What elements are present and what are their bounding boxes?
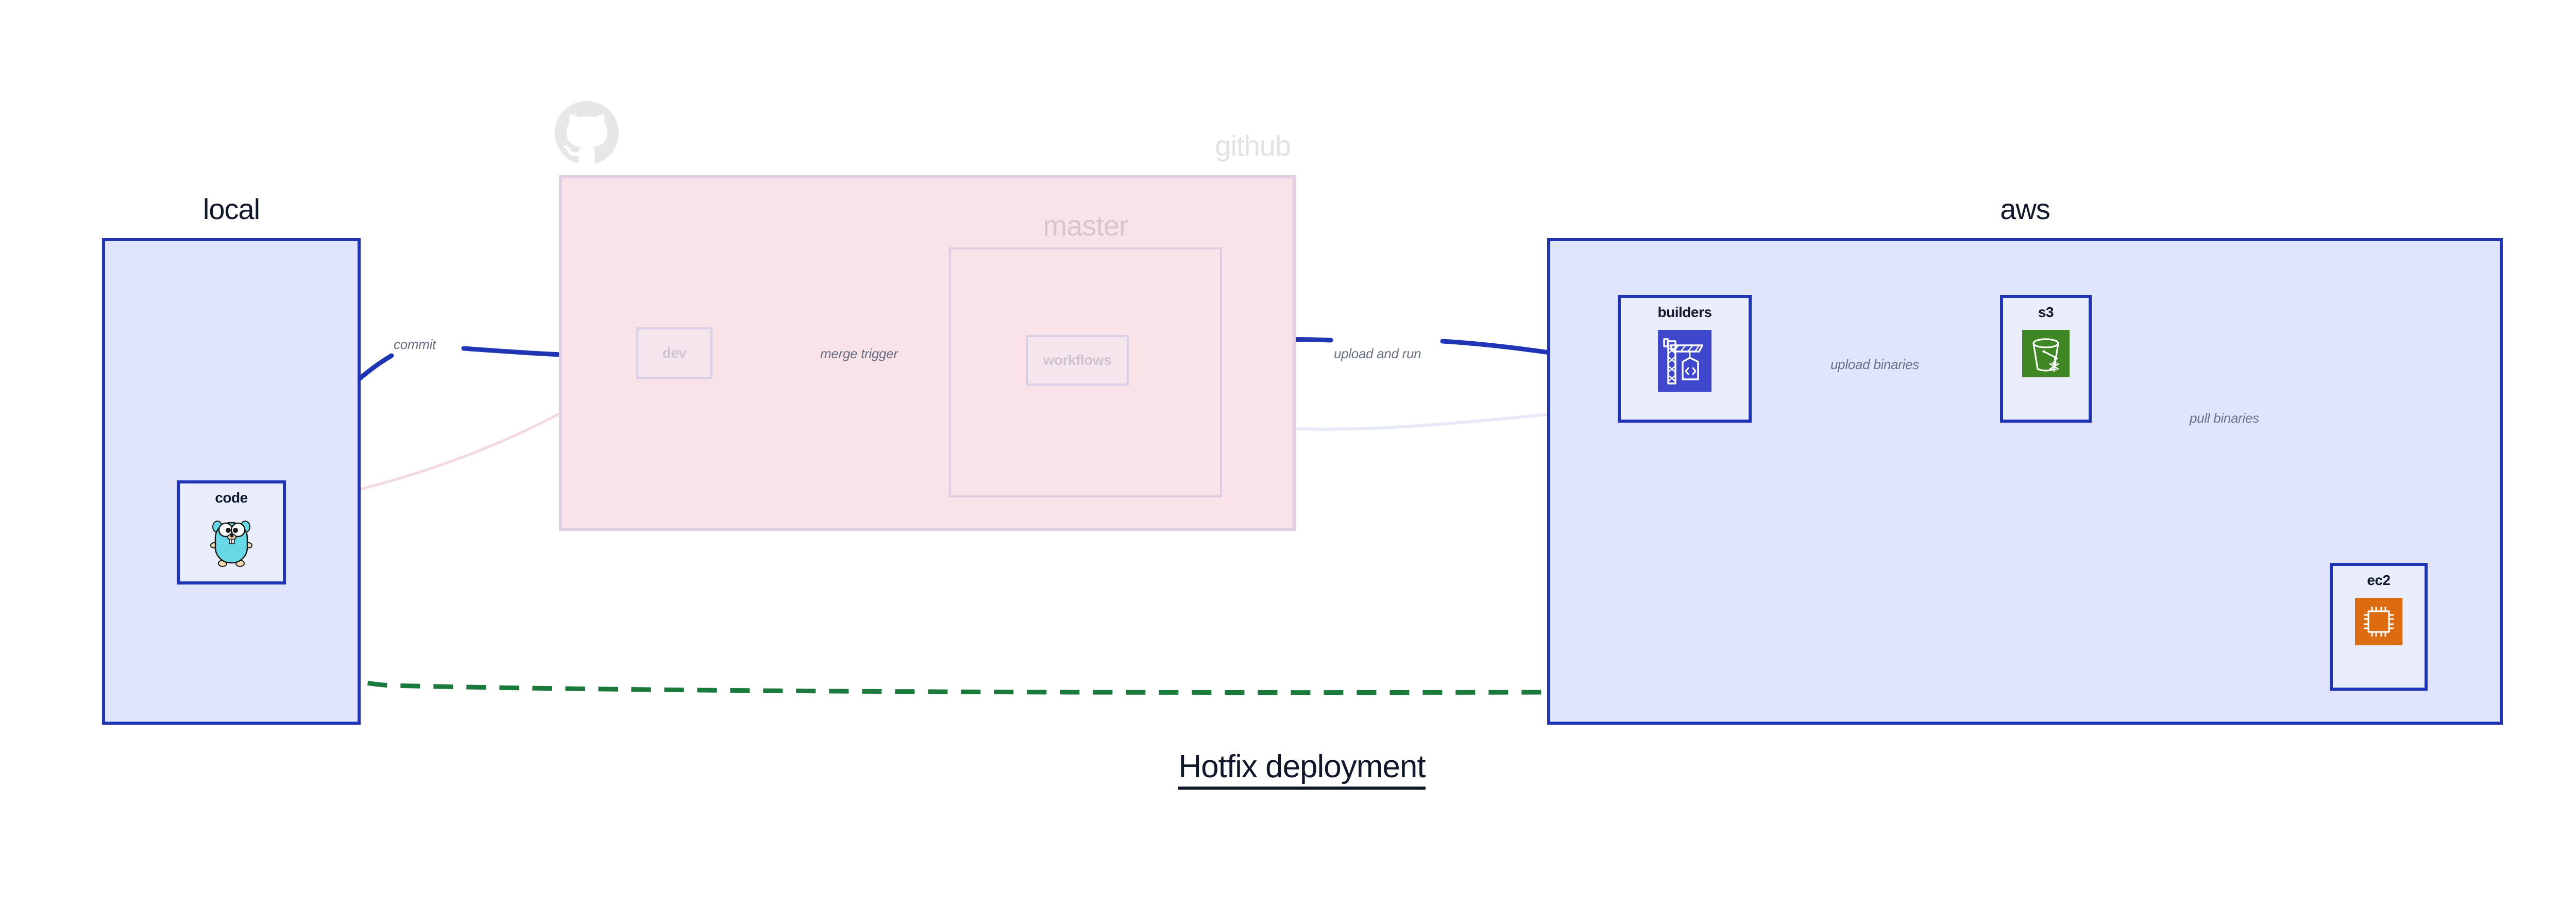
diagram-title-text: Hotfix deployment	[1178, 749, 1426, 790]
cluster-label-github: github	[1215, 129, 1291, 162]
edge-label-pull-binaries: pull binaries	[2190, 410, 2259, 426]
cluster-label-local: local	[202, 193, 260, 225]
node-code[interactable]: code	[177, 480, 286, 584]
node-s3[interactable]: s3	[2000, 295, 2092, 423]
edge-label-commit: commit	[394, 337, 436, 352]
cluster-master	[949, 247, 1222, 497]
edge-label-upload-binaries: upload binaries	[1831, 357, 1919, 372]
cluster-github	[559, 175, 1296, 531]
node-ec2[interactable]: ec2	[2330, 563, 2428, 691]
cluster-label-aws: aws	[2000, 193, 2050, 225]
aws-s3-bucket-icon	[2022, 330, 2070, 377]
github-octocat-icon	[555, 101, 619, 165]
node-ec2-label: ec2	[2367, 572, 2391, 588]
node-builders-label: builders	[1657, 304, 1712, 320]
edge-label-upload-and-run: upload and run	[1334, 346, 1421, 361]
edge-label-merge-trigger: merge trigger	[820, 346, 898, 361]
node-workflows[interactable]: workflows	[1026, 335, 1129, 386]
go-gopher-icon	[210, 515, 252, 567]
diagram-title: Hotfix deployment	[0, 748, 2576, 790]
node-dev[interactable]: dev	[636, 327, 713, 379]
node-workflows-label: workflows	[1043, 352, 1112, 368]
cluster-label-master: master	[1043, 209, 1128, 242]
node-s3-label: s3	[2038, 304, 2054, 320]
aws-ec2-chip-icon	[2355, 598, 2402, 645]
node-code-label: code	[215, 490, 248, 506]
node-builders[interactable]: builders	[1618, 295, 1752, 423]
aws-codebuild-icon	[1658, 330, 1711, 392]
node-dev-label: dev	[662, 345, 687, 361]
